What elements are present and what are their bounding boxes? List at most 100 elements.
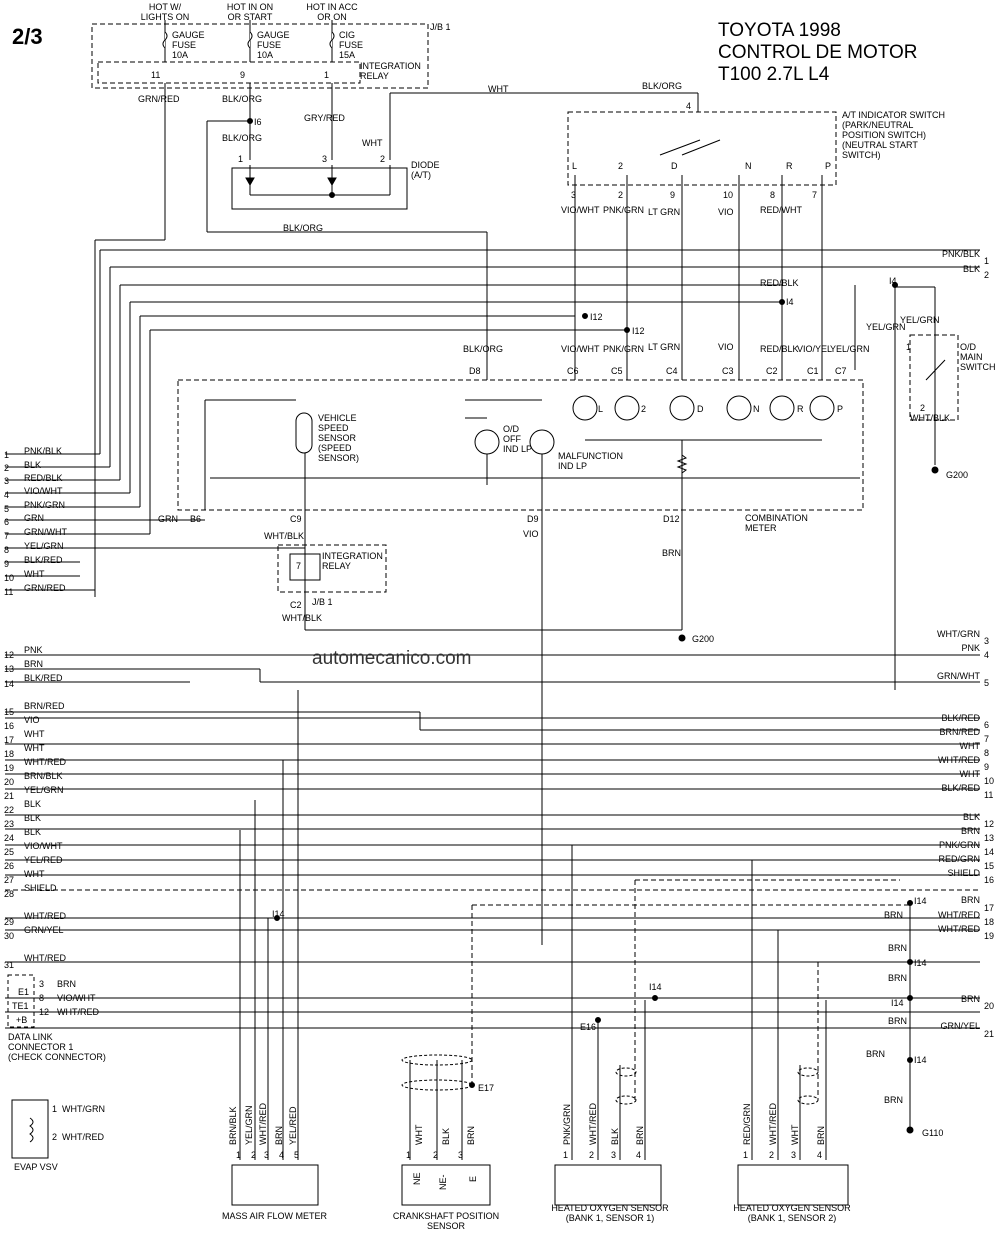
evap-wire-2: WHT/RED [62, 1132, 104, 1142]
wire-brn-r1: BRN [884, 910, 904, 920]
at-pin-8: 8 [770, 190, 776, 200]
left-num-5: 5 [4, 504, 10, 514]
jb1-relay-box [97, 61, 361, 84]
splice-i14-mid: I14 [649, 982, 662, 992]
right-wire-11: BLK/RED [941, 783, 980, 793]
hos2-wire-4: BRN [816, 1125, 826, 1145]
left-num-8: 8 [4, 545, 10, 555]
cm-wire-yel-grn: YEL/GRN [830, 344, 870, 354]
hos1-num-1: 1 [563, 1150, 569, 1160]
right-wire-19: WHT/RED [938, 924, 980, 934]
left-wire-12: PNK [24, 645, 43, 655]
right-wire-17: BRN [960, 895, 980, 905]
hos1-wire-3: BLK [610, 1127, 620, 1145]
left-num-11: 11 [4, 587, 14, 597]
splice-i12-b: I12 [632, 326, 645, 336]
left-num-29: 29 [4, 917, 15, 927]
cm-wire-vio-yel: VIO/YEL [797, 344, 833, 354]
diode-pin-2: 2 [380, 154, 386, 164]
left-num-20: 20 [4, 777, 15, 787]
left-wire-5: PNK/GRN [24, 500, 66, 510]
left-num-3: 3 [4, 476, 10, 486]
at-pin-7: 7 [812, 190, 818, 200]
wire-brn-r2: BRN [888, 943, 908, 953]
vss-label: VEHICLE SPEED SENSOR (SPEED SENSOR) [318, 413, 360, 463]
ground-g110: G110 [922, 1128, 944, 1138]
left-wire-30: GRN/YEL [24, 925, 64, 935]
at-pos-d: D [671, 161, 678, 171]
combination-meter-box [177, 379, 864, 511]
right-wire-16: SHIELD [947, 868, 980, 878]
left-num-14: 14 [4, 679, 15, 689]
diode-pin-1: 1 [238, 154, 244, 164]
dlc-box [7, 974, 35, 1028]
relay-pin-7: 7 [296, 561, 302, 571]
hos2-wire-3: WHT [790, 1124, 800, 1146]
right-wire-13: BRN [960, 826, 980, 836]
evap-num-1: 1 [52, 1104, 58, 1114]
ground-g200-b: G200 [692, 634, 715, 644]
cm-conn-c6: C6 [567, 366, 579, 376]
splice-i12-a: I12 [590, 312, 603, 322]
right-num-19: 19 [984, 931, 995, 941]
left-num-9: 9 [4, 559, 10, 569]
hos1-wire-1: PNK/GRN [562, 1103, 572, 1145]
cm-ind-l: L [598, 404, 604, 414]
wire-brn-r6: BRN [884, 1095, 904, 1105]
fuse-2-label: GAUGE FUSE 10A [257, 30, 290, 60]
evap-wire-1: WHT/GRN [62, 1104, 105, 1114]
dlc-label: DATA LINK CONNECTOR 1 (CHECK CONNECTOR) [8, 1032, 106, 1062]
right-wire-5: GRN/WHT [937, 671, 980, 681]
left-wire-29: WHT/RED [24, 911, 66, 921]
supply-2-hot: HOT IN ON OR START [226, 2, 274, 22]
left-wire-3: RED/BLK [24, 473, 63, 483]
right-num-10: 10 [984, 776, 995, 786]
left-num-13: 13 [4, 664, 15, 674]
left-num-23: 23 [4, 819, 15, 829]
malfunction-lamp-label: MALFUNCTION IND LP [558, 451, 623, 471]
hos2-label: HEATED OXYGEN SENSOR (BANK 1, SENSOR 2) [733, 1203, 851, 1223]
cm-conn-c1: C1 [807, 366, 819, 376]
wire-blk-org-1: BLK/ORG [222, 94, 263, 104]
component-wires [239, 690, 827, 1160]
integration-relay-label: INTEGRATION RELAY [322, 551, 383, 571]
wire-wht-top: WHT [488, 84, 509, 94]
maf-wire-1: BRN/BLK [228, 1106, 238, 1145]
wire-grn-red: GRN/RED [138, 94, 180, 104]
left-wire-11: GRN/RED [24, 583, 66, 593]
wire-blk-org-2: BLK/ORG [222, 133, 263, 143]
hos1-wire-2: WHT/RED [588, 1103, 598, 1145]
cm-ind-2: 2 [641, 404, 647, 414]
left-num-7: 7 [4, 531, 10, 541]
combination-meter-label: COMBINATION METER [745, 513, 808, 533]
od-main-switch-box [909, 334, 959, 421]
jb1-pin-1: 1 [324, 70, 330, 80]
lower-runs [5, 654, 980, 1029]
right-wire-2: BLK [962, 264, 980, 274]
wire-brn-r4: BRN [888, 1016, 908, 1026]
header-model: T100 2.7L L4 [718, 64, 830, 85]
splice-i14-left: I14 [272, 909, 285, 919]
right-wire-4: PNK [961, 643, 980, 653]
left-num-6: 6 [4, 517, 10, 527]
left-num-17: 17 [4, 735, 15, 745]
cm-wire-pnk-grn: PNK/GRN [603, 344, 645, 354]
ground-g200-a: G200 [946, 470, 969, 480]
ckp-pin-ne-minus: NE- [438, 1174, 448, 1191]
hos2-num-4: 4 [817, 1150, 823, 1160]
ckp-box [401, 1164, 491, 1206]
right-wire-3: WHT/GRN [937, 629, 980, 639]
maf-wire-4: BRN [274, 1125, 284, 1145]
evap-num-2: 2 [52, 1132, 58, 1142]
wire-gry-red: GRY/RED [304, 113, 345, 123]
right-num-13: 13 [984, 833, 995, 843]
wire-yel-grn-upper: YEL/GRN [866, 322, 906, 332]
maf-num-2: 2 [251, 1150, 257, 1160]
splice-e17: E17 [478, 1083, 495, 1093]
left-wire-27: WHT [24, 869, 45, 879]
maf-wire-3: WHT/RED [258, 1103, 268, 1145]
right-wire-12: BLK [962, 812, 980, 822]
od-wire-top: YEL/GRN [900, 315, 940, 325]
right-num-12: 12 [984, 819, 995, 829]
right-num-7: 7 [984, 734, 990, 744]
